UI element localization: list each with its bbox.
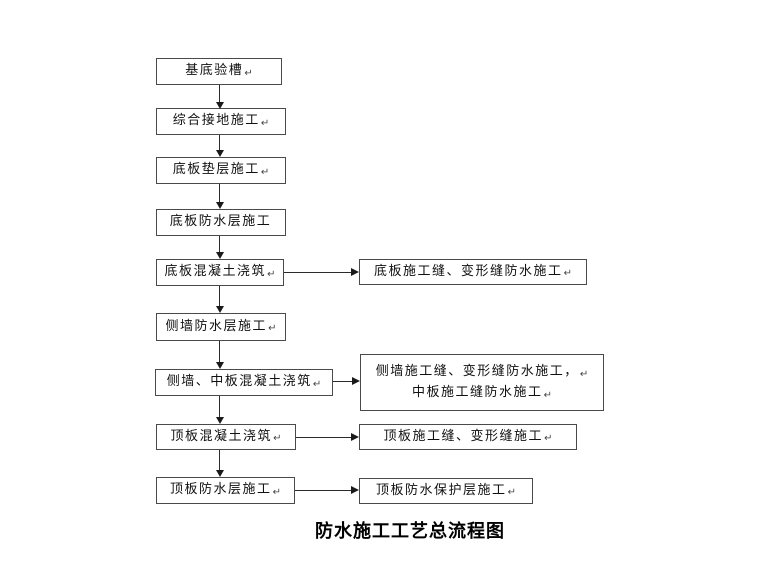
step-label: 侧墙防水层施工 bbox=[165, 318, 268, 334]
arrow-down-icon bbox=[216, 306, 224, 313]
return-mark-icon: ↵ bbox=[272, 486, 281, 498]
connector-line bbox=[333, 381, 352, 382]
branch-side-wall-mid-slab-joint-waterproofing: 侧墙施工缝、变形缝防水施工，↵ 中板施工缝防水施工↵ bbox=[360, 354, 604, 411]
step-roof-slab-waterproof-layer: 顶板防水层施工↵ bbox=[156, 477, 295, 504]
return-mark-icon: ↵ bbox=[260, 166, 270, 178]
step-label: 底板混凝土浇筑 bbox=[164, 264, 267, 280]
step-base-trench-inspection: 基底验槽↵ bbox=[156, 58, 282, 85]
return-mark-icon: ↵ bbox=[544, 433, 553, 445]
connector-line bbox=[296, 437, 351, 438]
arrow-down-icon bbox=[216, 417, 224, 424]
step-label: 顶板防水层施工 bbox=[170, 482, 272, 498]
return-mark-icon: ↵ bbox=[543, 389, 552, 401]
step-label: 侧墙、中板混凝土浇筑 bbox=[166, 374, 312, 390]
step-base-slab-cushion: 底板垫层施工↵ bbox=[156, 157, 286, 184]
connector-line bbox=[219, 85, 220, 103]
connector-line bbox=[284, 272, 351, 273]
arrow-down-icon bbox=[216, 252, 224, 259]
connector-line bbox=[219, 236, 220, 253]
return-mark-icon: ↵ bbox=[579, 369, 589, 381]
arrow-down-icon bbox=[216, 470, 224, 477]
return-mark-icon: ↵ bbox=[268, 323, 277, 335]
return-mark-icon: ↵ bbox=[563, 268, 572, 280]
return-mark-icon: ↵ bbox=[260, 117, 270, 129]
step-roof-slab-concrete-pouring: 顶板混凝土浇筑↵ bbox=[156, 424, 296, 450]
branch-roof-slab-joint-construction: 顶板施工缝、变形缝施工↵ bbox=[359, 424, 577, 450]
step-base-slab-waterproof-layer: 底板防水层施工 bbox=[156, 209, 286, 236]
branch-line: 中板施工缝防水施工↵ bbox=[412, 383, 552, 403]
connector-line bbox=[219, 286, 220, 307]
arrow-down-icon bbox=[216, 150, 224, 157]
arrow-down-icon bbox=[216, 102, 224, 109]
return-mark-icon: ↵ bbox=[273, 433, 282, 445]
branch-roof-slab-waterproof-protection-layer: 顶板防水保护层施工↵ bbox=[359, 478, 533, 504]
flowchart-title: 防水施工工艺总流程图 bbox=[315, 521, 505, 542]
return-mark-icon: ↵ bbox=[244, 67, 253, 79]
step-base-slab-concrete-pouring: 底板混凝土浇筑↵ bbox=[156, 259, 284, 286]
connector-line bbox=[219, 396, 220, 418]
return-mark-icon: ↵ bbox=[312, 378, 322, 390]
arrow-right-icon bbox=[351, 268, 359, 276]
arrow-right-icon bbox=[351, 433, 359, 441]
step-label: 基底验槽 bbox=[185, 63, 244, 79]
branch-label: 底板施工缝、变形缝防水施工 bbox=[374, 263, 563, 279]
branch-label: 侧墙施工缝、变形缝防水施工， bbox=[375, 364, 579, 380]
arrow-right-icon bbox=[351, 486, 359, 494]
arrow-right-icon bbox=[352, 377, 360, 385]
step-side-wall-waterproof-layer: 侧墙防水层施工↵ bbox=[156, 313, 286, 341]
arrow-down-icon bbox=[216, 202, 224, 209]
branch-base-slab-joint-waterproofing: 底板施工缝、变形缝防水施工↵ bbox=[359, 259, 587, 285]
step-label: 顶板混凝土浇筑 bbox=[170, 428, 273, 444]
step-comprehensive-grounding: 综合接地施工↵ bbox=[156, 108, 286, 135]
connector-line bbox=[219, 135, 220, 151]
arrow-down-icon bbox=[216, 362, 224, 369]
return-mark-icon: ↵ bbox=[267, 268, 276, 280]
connector-line bbox=[219, 341, 220, 363]
connector-line bbox=[219, 450, 220, 471]
step-side-wall-mid-slab-concrete-pouring: 侧墙、中板混凝土浇筑↵ bbox=[155, 369, 333, 396]
branch-line: 侧墙施工缝、变形缝防水施工，↵ bbox=[376, 362, 588, 382]
step-label: 综合接地施工 bbox=[172, 113, 260, 129]
connector-line bbox=[295, 490, 351, 491]
step-label: 底板垫层施工 bbox=[172, 162, 260, 178]
return-mark-icon: ↵ bbox=[507, 487, 516, 499]
connector-line bbox=[219, 184, 220, 203]
step-label: 底板防水层施工 bbox=[169, 214, 272, 230]
branch-label: 顶板防水保护层施工 bbox=[376, 482, 507, 498]
branch-label: 顶板施工缝、变形缝施工 bbox=[383, 428, 544, 444]
branch-label: 中板施工缝防水施工 bbox=[412, 384, 543, 400]
